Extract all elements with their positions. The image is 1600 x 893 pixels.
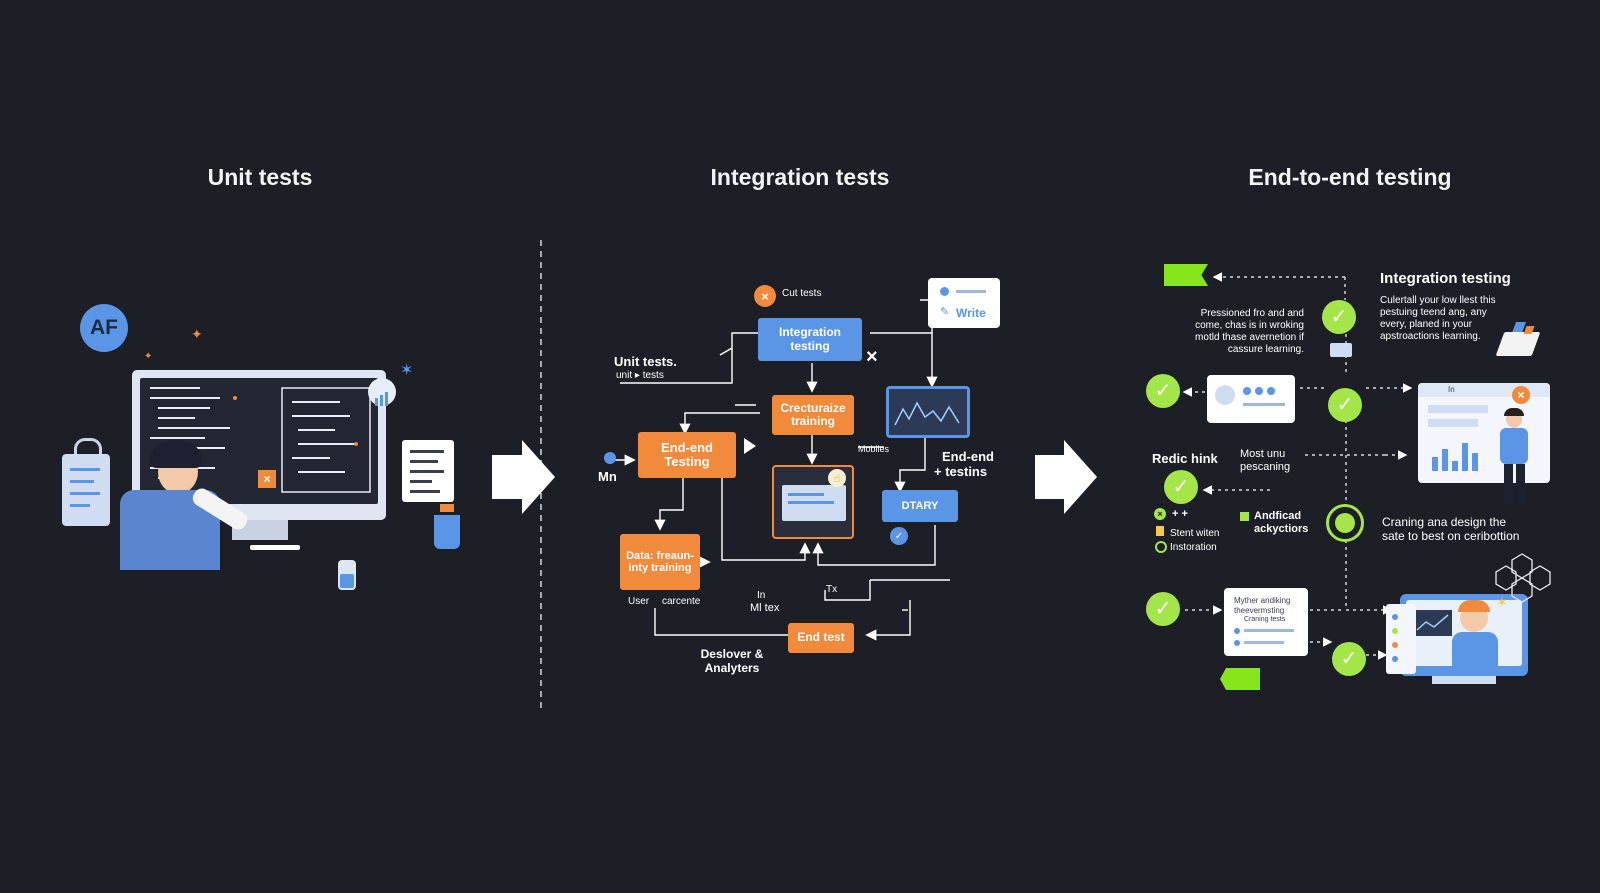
mail-icon (1330, 343, 1352, 357)
x-mark-icon: × (1154, 508, 1166, 520)
server-icon (62, 454, 110, 526)
end-to-end-testing-title: End-to-end testing (1248, 164, 1452, 190)
document-icon (402, 440, 454, 502)
check-badge-icon: ✓ (890, 527, 908, 545)
pencil-icon: ✎ (940, 306, 950, 318)
presenter-person-icon (1494, 408, 1534, 506)
write-card-label: Write (956, 306, 986, 320)
write-card: ✎ Write (928, 278, 1000, 328)
integration-tests-title: Integration tests (710, 164, 890, 190)
checklist-line-1: Myther andiking (1234, 596, 1291, 605)
monitor-stand (232, 520, 288, 540)
unit-tests-title: Unit tests (207, 164, 313, 190)
avatar-badge: AF (80, 304, 128, 352)
close-icon: × (866, 346, 878, 368)
ml-tex-label: Ml tex (750, 602, 780, 614)
check-icon: ✓ (1146, 592, 1180, 626)
check-icon: ✓ (1322, 300, 1356, 334)
deslover-analyters-label: Deslover & Analyters (700, 647, 764, 675)
link-icon (604, 452, 616, 464)
big-arrow-1 (492, 440, 555, 514)
data-training-box: Data: freaun-inty training (620, 534, 700, 590)
integration-testing-box: Integration testing (758, 318, 862, 361)
checklist-card: Myther andiking theevermsting Craning te… (1224, 588, 1308, 656)
craning-paragraph: Craning ana design the sate to best on c… (1382, 515, 1520, 544)
line-chart-icon (889, 389, 967, 435)
ring-mini-icon (1155, 541, 1167, 553)
dot-icon (940, 287, 949, 296)
cut-tests-label: Cut tests (782, 288, 822, 299)
checklist-line-2: theevermsting (1234, 606, 1285, 615)
instoration-label: Instoration (1170, 542, 1217, 553)
cut-tests-x-icon: × (754, 285, 776, 307)
most-unu-label: Most unu pescaning (1240, 448, 1291, 474)
star-icon: ✶ (1496, 594, 1508, 610)
bar-chart-icon (1432, 443, 1478, 471)
checklist-line-3: Craning tests (1244, 616, 1286, 623)
big-arrow-2 (1035, 440, 1097, 514)
unit-tests-sublabel: unit ▸ tests (616, 370, 664, 381)
avatar-badge-text: AF (90, 316, 118, 339)
lock-mini-icon (1156, 526, 1164, 536)
testins-label: + testins (934, 464, 988, 479)
dtary-box: DTARY (882, 490, 958, 522)
end-end-label: End-end (942, 449, 994, 464)
mobiles-label: Mobiles (858, 444, 890, 454)
integration-testing-paragraph: Culertall your low llest this pestuing t… (1380, 295, 1496, 342)
cup-icon (434, 515, 460, 549)
user-label: User (628, 596, 650, 607)
integration-testing-heading: Integration testing (1380, 270, 1511, 287)
bottle-icon (338, 560, 356, 590)
cup-lid (440, 504, 454, 512)
pressioned-paragraph: Pressioned fro and and come, chas is in … (1195, 308, 1304, 355)
redic-hink-label: Redic hink (1152, 451, 1218, 466)
close-badge-icon: × (1512, 386, 1530, 404)
hexagon-network-icon (1495, 553, 1551, 603)
laptop-icon (1400, 594, 1528, 676)
play-icon (744, 438, 756, 454)
screen-card: ☝ (772, 465, 854, 539)
dashboard-label: In (1448, 385, 1455, 394)
tx-label: Tx (826, 584, 838, 595)
end-end-testing-box: End-end Testing (638, 432, 736, 478)
badge-circle-icon (1326, 504, 1364, 542)
silent-witten-label: Stent witen (1170, 528, 1220, 539)
laptop-base (1432, 676, 1496, 684)
keyboard-icon (250, 545, 300, 550)
mn-label: Mn (598, 469, 617, 484)
sparkle-icon: ✦ (144, 351, 153, 362)
chart-badge-icon (368, 378, 396, 406)
carcente-label: carcente (662, 596, 701, 607)
padlock-icon (74, 438, 102, 459)
check-icon: ✓ (1328, 388, 1362, 422)
sidebar-phone-icon (1386, 604, 1416, 674)
person-icon (120, 440, 260, 575)
sparkle-icon: ✦ (191, 326, 203, 342)
bolt-icon: ✶ (400, 362, 414, 379)
profile-card (1207, 375, 1295, 423)
hand-icon: ☝ (828, 469, 846, 487)
checkbox-icon (1240, 512, 1249, 521)
check-icon: ✓ (1146, 374, 1180, 408)
close-icon: × (258, 470, 276, 488)
flag-icon (1164, 264, 1208, 286)
crecturaize-training-box: Crecturaize training (772, 395, 854, 435)
in-label: In (757, 590, 766, 601)
unit-tests-label: Unit tests. (614, 354, 677, 369)
end-test-box: End test (788, 623, 854, 653)
flag-icon (1220, 668, 1260, 690)
chart-card (886, 386, 970, 438)
check-icon: ✓ (1164, 470, 1198, 504)
check-icon: ✓ (1332, 642, 1366, 676)
andificad-label: Andficad ackyctiors (1254, 510, 1309, 536)
plus-marks: + + (1172, 508, 1188, 520)
